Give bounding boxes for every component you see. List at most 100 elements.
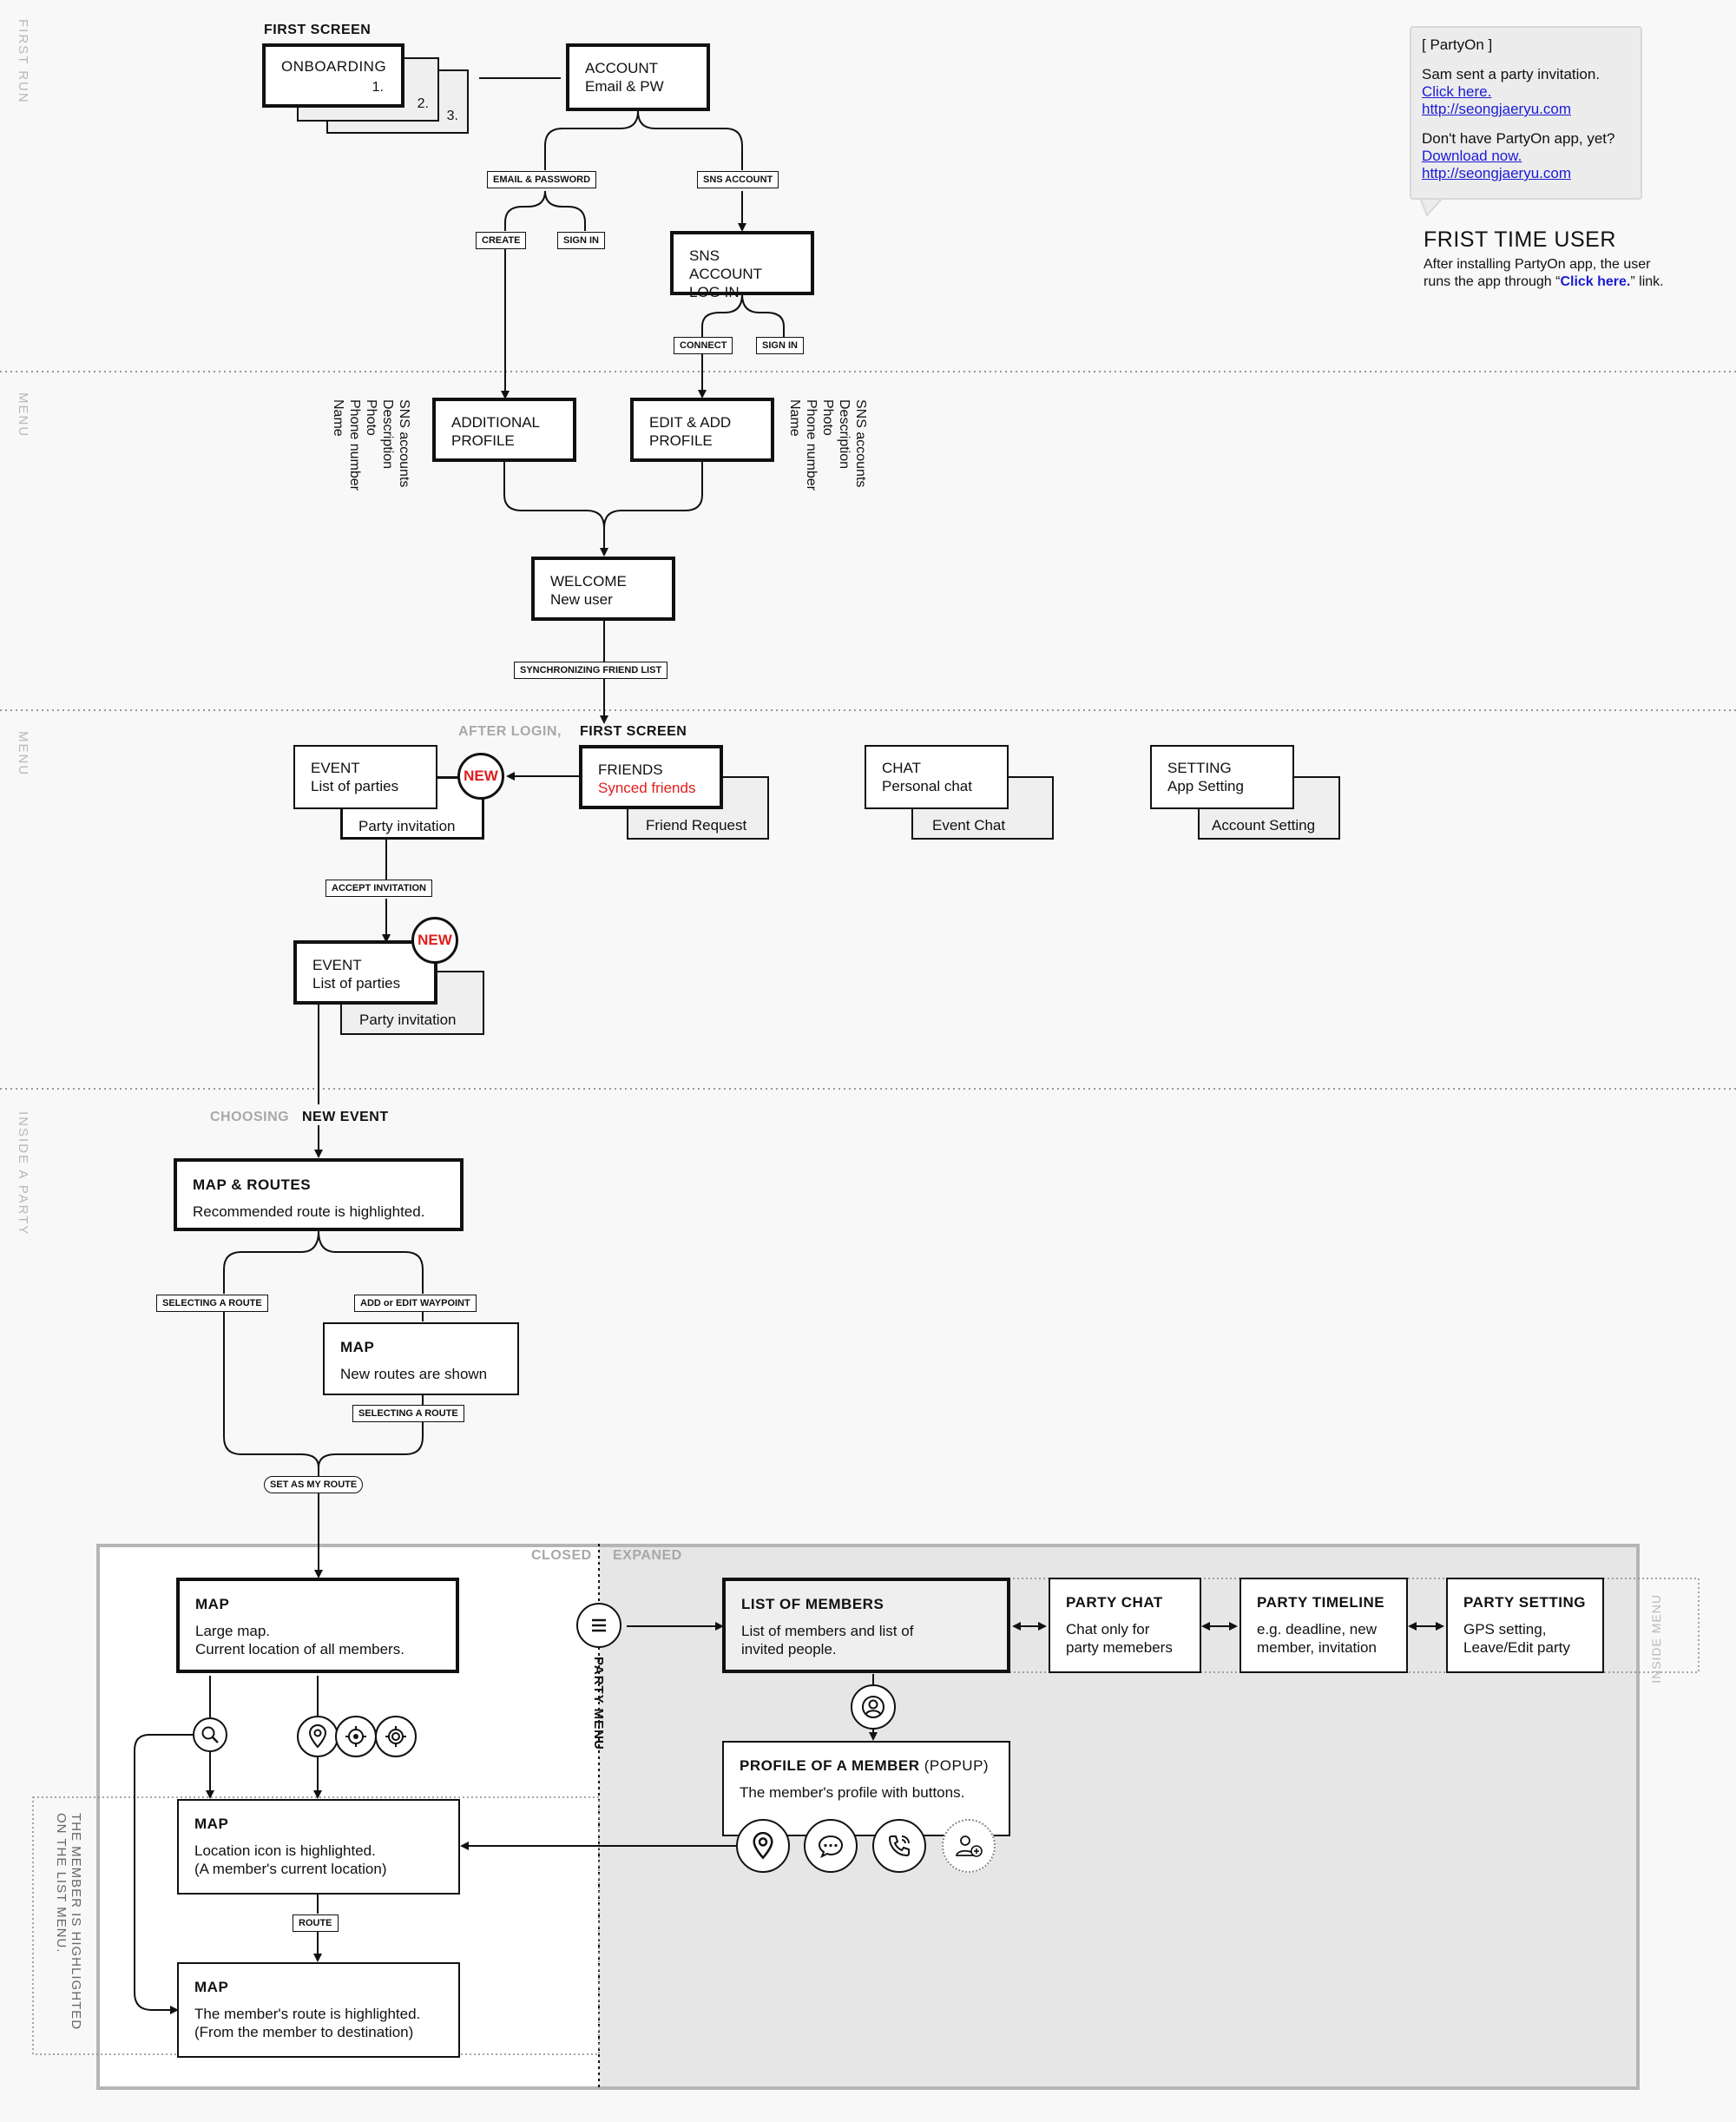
profile-fields-left: SNS accounts Description Photo Phone num… (330, 399, 412, 491)
notification-bubble: [ PartyOn ] Sam sent a party invitation.… (1410, 26, 1642, 200)
field-left-4: Description (380, 399, 395, 470)
label-connect: CONNECT (674, 337, 733, 354)
map-new-routes-box[interactable]: MAP New routes are shown (323, 1322, 519, 1395)
edit-add-profile-box[interactable]: EDIT & ADD PROFILE (630, 398, 774, 462)
additional-profile-box[interactable]: ADDITIONAL PROFILE (432, 398, 576, 462)
notification-link-download[interactable]: Download now. (1422, 148, 1522, 164)
map-large-sub2: Current location of all members. (195, 1641, 404, 1657)
chat-title: CHAT (882, 760, 922, 776)
onboarding-page-3-num: 3. (446, 109, 458, 123)
profile-popup-title-main: PROFILE OF A MEMBER (740, 1757, 920, 1774)
map-routes-sub: Recommended route is highlighted. (193, 1203, 425, 1220)
map-new-routes-sub: New routes are shown (340, 1366, 488, 1382)
friends-sub: Synced friends (598, 780, 696, 796)
profile-popup-title: PROFILE OF A MEMBER (POPUP) (740, 1756, 993, 1775)
waypoint-button[interactable] (335, 1716, 377, 1757)
user-icon (862, 1696, 884, 1718)
add-user-icon (955, 1835, 983, 1857)
label-route: ROUTE (293, 1914, 339, 1932)
party-chat-sub2: party memebers (1066, 1639, 1173, 1656)
notification-line2: Don't have PartyOn app, yet? (1422, 130, 1615, 147)
map-routes-box[interactable]: MAP & ROUTES Recommended route is highli… (174, 1158, 464, 1231)
party-chat-title: PARTY CHAT (1066, 1594, 1163, 1611)
party-menu-button[interactable] (576, 1603, 621, 1648)
welcome-box[interactable]: WELCOME New user (531, 557, 675, 621)
band-label-inside-party: INSIDE A PARTY (16, 1111, 30, 1236)
additional-profile-title: ADDITIONAL (451, 414, 541, 431)
new-badge-event: NEW (457, 753, 504, 800)
gps-target-icon (385, 1726, 406, 1747)
map-routes-title: MAP & ROUTES (193, 1176, 312, 1193)
onboarding-box[interactable]: ONBOARDING 1. (262, 43, 404, 108)
party-chat-sub1: Chat only for (1066, 1621, 1150, 1638)
choosing-label: CHOOSING (210, 1110, 290, 1124)
profile-popup-title-suffix: (POPUP) (924, 1757, 990, 1774)
map-location-sub2: (A member's current location) (194, 1861, 387, 1877)
field-left-3: Photo (364, 399, 378, 436)
chat-bubble-icon (818, 1835, 844, 1859)
profile-location-button[interactable] (736, 1819, 790, 1873)
account-box[interactable]: ACCOUNT Email & PW (566, 43, 710, 111)
welcome-title: WELCOME (550, 573, 627, 590)
new-event-label: NEW EVENT (302, 1110, 389, 1124)
event-box[interactable]: EVENT List of parties (293, 745, 437, 809)
gps-target-button[interactable] (375, 1716, 417, 1757)
member-avatar-button[interactable] (851, 1684, 896, 1730)
setting-sub: App Setting (1167, 778, 1244, 794)
profile-chat-button[interactable] (804, 1819, 858, 1873)
search-button[interactable] (193, 1717, 227, 1752)
label-create: CREATE (476, 232, 527, 249)
band-label-menu-1: MENU (16, 392, 30, 438)
search-icon (201, 1726, 219, 1743)
desc2-link[interactable]: Click here. (1560, 274, 1631, 289)
sns-login-title: SNS ACCOUNT (689, 247, 763, 282)
notification-url-2[interactable]: http://seongjaeryu.com (1422, 165, 1571, 181)
after-login-label: AFTER LOGIN, (458, 724, 562, 739)
party-menu-label: PARTY MENU (591, 1657, 606, 1750)
party-setting-sub2: Leave/Edit party (1463, 1639, 1570, 1656)
field-right-4: Description (837, 399, 852, 470)
event-sub: List of parties (311, 778, 399, 794)
chat-box[interactable]: CHAT Personal chat (865, 745, 1009, 809)
party-setting-title: PARTY SETTING (1463, 1594, 1586, 1611)
field-right-1: Name (787, 399, 802, 437)
party-setting-box[interactable]: PARTY SETTING GPS setting, Leave/Edit pa… (1446, 1578, 1604, 1673)
notification-link-click[interactable]: Click here. (1422, 83, 1492, 100)
party-timeline-title: PARTY TIMELINE (1257, 1594, 1385, 1611)
label-sign-in-2: SIGN IN (756, 337, 804, 354)
sns-login-title2: LOG IN (689, 284, 740, 300)
party-chat-box[interactable]: PARTY CHAT Chat only for party memebers (1049, 1578, 1201, 1673)
map-location-box[interactable]: MAP Location icon is highlighted. (A mem… (177, 1799, 460, 1895)
party-timeline-box[interactable]: PARTY TIMELINE e.g. deadline, new member… (1240, 1578, 1408, 1673)
profile-fields-right: SNS accounts Description Photo Phone num… (786, 399, 869, 491)
welcome-sub: New user (550, 591, 613, 608)
friends-tab-label: Friend Request (646, 817, 747, 834)
onboarding-page-1-num: 1. (372, 80, 384, 95)
map-large-box[interactable]: MAP Large map. Current location of all m… (176, 1578, 459, 1673)
list-of-members-sub1: List of members and list of (741, 1623, 914, 1639)
label-sns-account: SNS ACCOUNT (697, 171, 779, 188)
location-pin-button[interactable] (297, 1716, 339, 1757)
field-left-1: Name (331, 399, 345, 437)
profile-call-button[interactable] (872, 1819, 926, 1873)
label-sync-friends: SYNCHRONIZING FRIEND LIST (514, 662, 668, 679)
notification-url-1[interactable]: http://seongjaeryu.com (1422, 101, 1571, 117)
sns-login-box[interactable]: SNS ACCOUNT LOG IN (670, 231, 814, 300)
account-title: ACCOUNT (585, 60, 659, 76)
additional-profile-title2: PROFILE (451, 432, 515, 449)
setting-title: SETTING (1167, 760, 1232, 776)
map-member-route-sub1: The member's route is highlighted. (194, 2006, 421, 2022)
field-left-5: SNS accounts (397, 399, 411, 488)
field-right-2: Phone number (804, 399, 819, 491)
profile-add-friend-button[interactable] (942, 1819, 996, 1873)
setting-box[interactable]: SETTING App Setting (1150, 745, 1294, 809)
friends-title: FRIENDS (598, 761, 663, 778)
first-time-user-desc2: runs the app through “Click here.” link. (1424, 274, 1664, 290)
label-selecting-route-2: SELECTING A ROUTE (352, 1405, 464, 1422)
map-member-route-box[interactable]: MAP The member's route is highlighted. (… (177, 1962, 460, 2058)
map-large-title: MAP (195, 1596, 230, 1612)
list-of-members-box[interactable]: LIST OF MEMBERS List of members and list… (722, 1578, 1010, 1673)
label-accept-invitation: ACCEPT INVITATION (326, 880, 432, 897)
party-setting-sub1: GPS setting, (1463, 1621, 1547, 1638)
friends-box[interactable]: FRIENDS Synced friends (579, 745, 723, 809)
